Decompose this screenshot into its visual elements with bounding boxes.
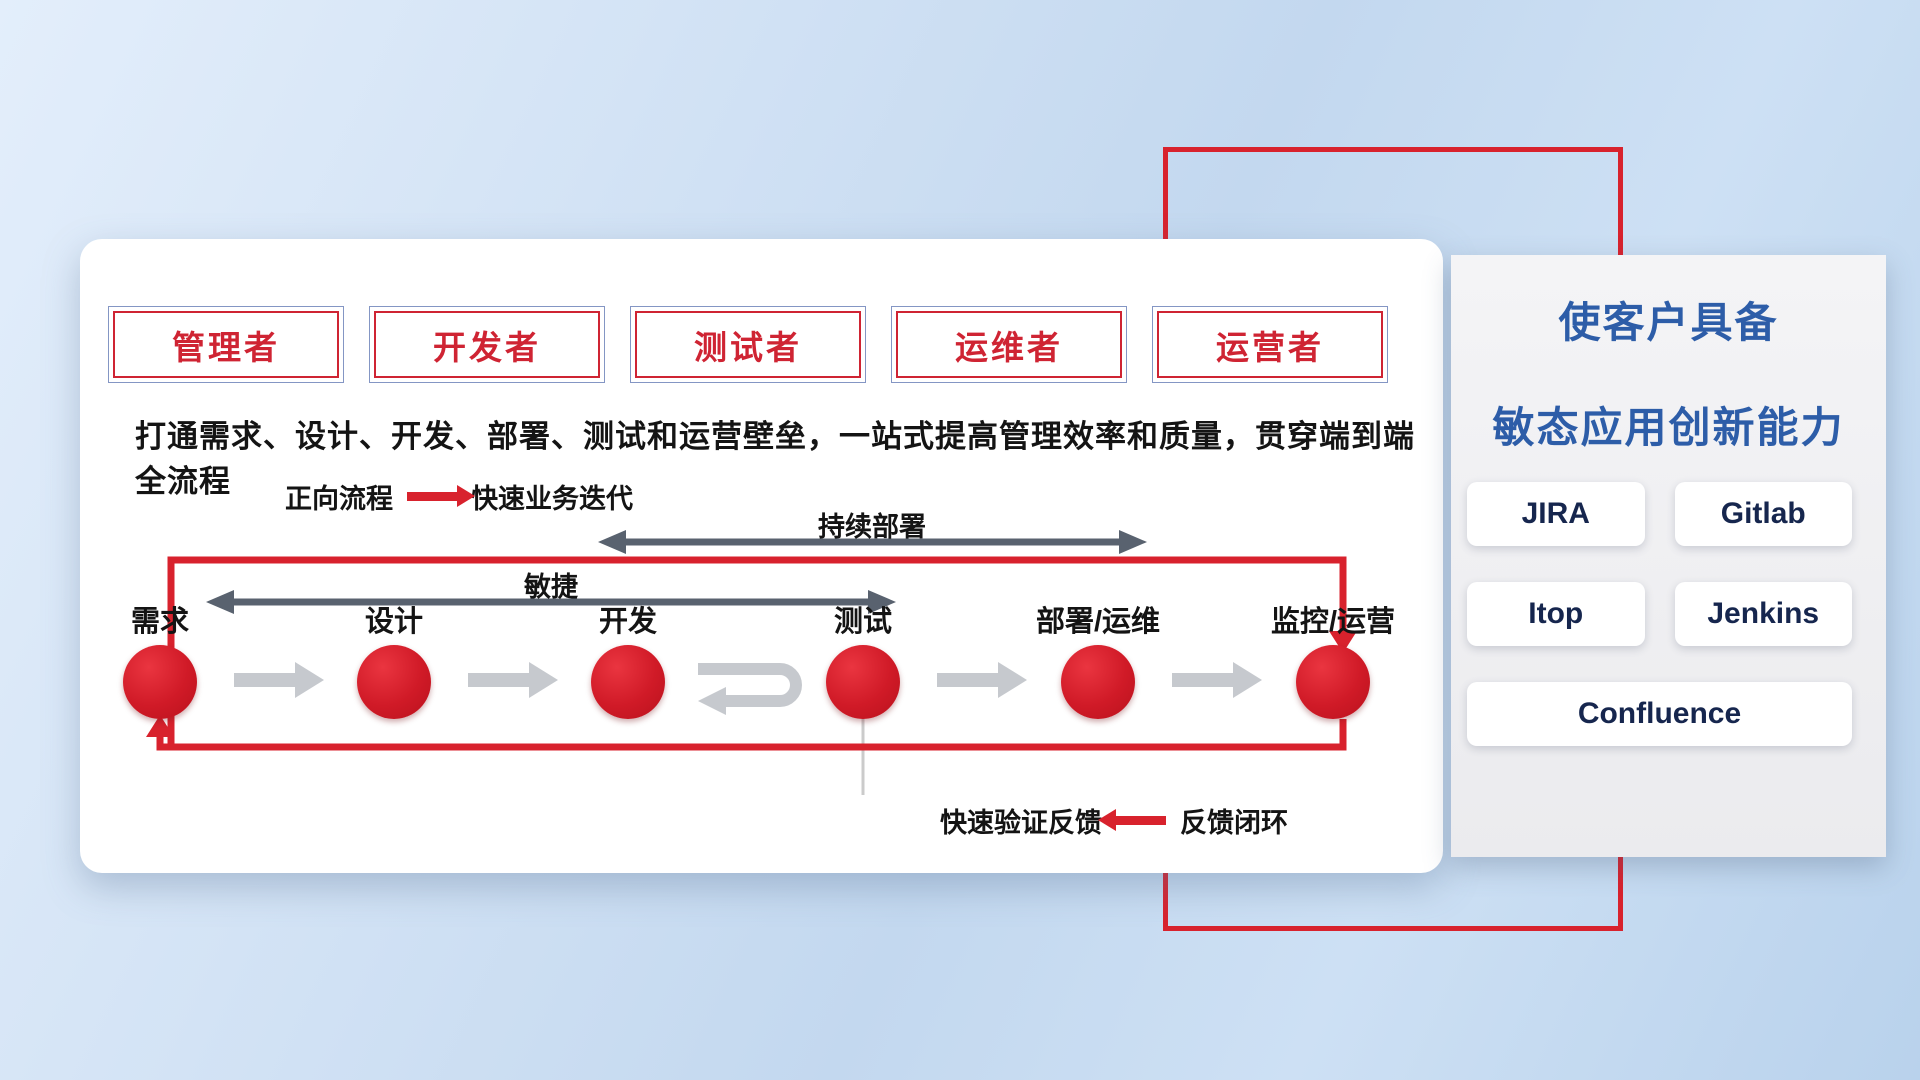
- role-label: 管理者: [113, 311, 339, 378]
- stage-label: 测试: [833, 606, 892, 638]
- feedback-legend-label: 反馈闭环: [1180, 808, 1288, 838]
- role-box-manager: 管理者: [108, 306, 344, 383]
- stage-deploy-ops: 部署/运维: [998, 605, 1198, 719]
- stage-label: 监控/运营: [1270, 606, 1396, 638]
- stage-label: 设计: [364, 606, 423, 638]
- role-boxes-row: 管理者 开发者 测试者 运维者 运营者: [108, 306, 1388, 383]
- stage-testing: 测试: [763, 605, 963, 719]
- stage-circle-icon: [123, 645, 197, 719]
- role-box-operations: 运营者: [1152, 306, 1388, 383]
- stage-development: 开发: [528, 605, 728, 719]
- capability-panel: 使客户具备 敏态应用创新能力 JIRA Gitlab Itop Jenkins …: [1451, 255, 1886, 857]
- tool-button-jira: JIRA: [1467, 482, 1645, 546]
- stage-circle-icon: [1061, 645, 1135, 719]
- role-box-developer: 开发者: [369, 306, 605, 383]
- forward-arrow-icon: [407, 485, 475, 507]
- panel-title-line1: 使客户具备: [1558, 299, 1779, 346]
- headline-text: 打通需求、设计、开发、部署、测试和运营壁垒，一站式提高管理效率和质量，贯穿端到端…: [135, 419, 1415, 499]
- stage-label: 部署/运维: [1035, 606, 1161, 638]
- stage-circle-icon: [591, 645, 665, 719]
- role-label: 运营者: [1157, 311, 1383, 378]
- stage-monitor-operations: 监控/运营: [1233, 605, 1433, 719]
- stage-requirements: 需求: [60, 605, 260, 719]
- stage-circle-icon: [357, 645, 431, 719]
- forward-legend-desc: 快速业务迭代: [471, 484, 633, 514]
- role-label: 运维者: [896, 311, 1122, 378]
- devops-flow-card: 管理者 开发者 测试者 运维者 运营者 打通需求、设计、开发、部署、测试和运营壁…: [80, 239, 1443, 873]
- role-box-ops: 运维者: [891, 306, 1127, 383]
- tool-button-gitlab: Gitlab: [1674, 482, 1852, 546]
- feedback-legend-desc: 快速验证反馈: [940, 808, 1102, 838]
- continuous-deploy-label: 持续部署: [818, 512, 926, 542]
- role-label: 测试者: [635, 311, 861, 378]
- panel-title: 使客户具备 敏态应用创新能力: [1451, 289, 1886, 455]
- stage-circle-icon: [826, 645, 900, 719]
- tool-buttons: JIRA Gitlab Itop Jenkins Confluence: [1467, 482, 1852, 746]
- stage-label: 需求: [130, 606, 189, 638]
- tool-button-jenkins: Jenkins: [1674, 582, 1852, 646]
- agile-label: 敏捷: [524, 572, 578, 602]
- feedback-arrow-icon: [1098, 809, 1166, 831]
- feedback-legend: 快速验证反馈 反馈闭环: [940, 801, 1288, 840]
- panel-title-line2: 敏态应用创新能力: [1492, 404, 1845, 451]
- forward-legend: 正向流程 快速业务迭代: [285, 477, 633, 516]
- stage-circle-icon: [1296, 645, 1370, 719]
- tool-button-confluence: Confluence: [1467, 682, 1852, 746]
- role-box-tester: 测试者: [630, 306, 866, 383]
- role-label: 开发者: [374, 311, 600, 378]
- tool-button-itop: Itop: [1467, 582, 1645, 646]
- forward-legend-label: 正向流程: [285, 484, 393, 514]
- stage-label: 开发: [598, 606, 657, 638]
- feedback-loop-return-line: [146, 715, 1347, 751]
- stage-design: 设计: [294, 605, 494, 719]
